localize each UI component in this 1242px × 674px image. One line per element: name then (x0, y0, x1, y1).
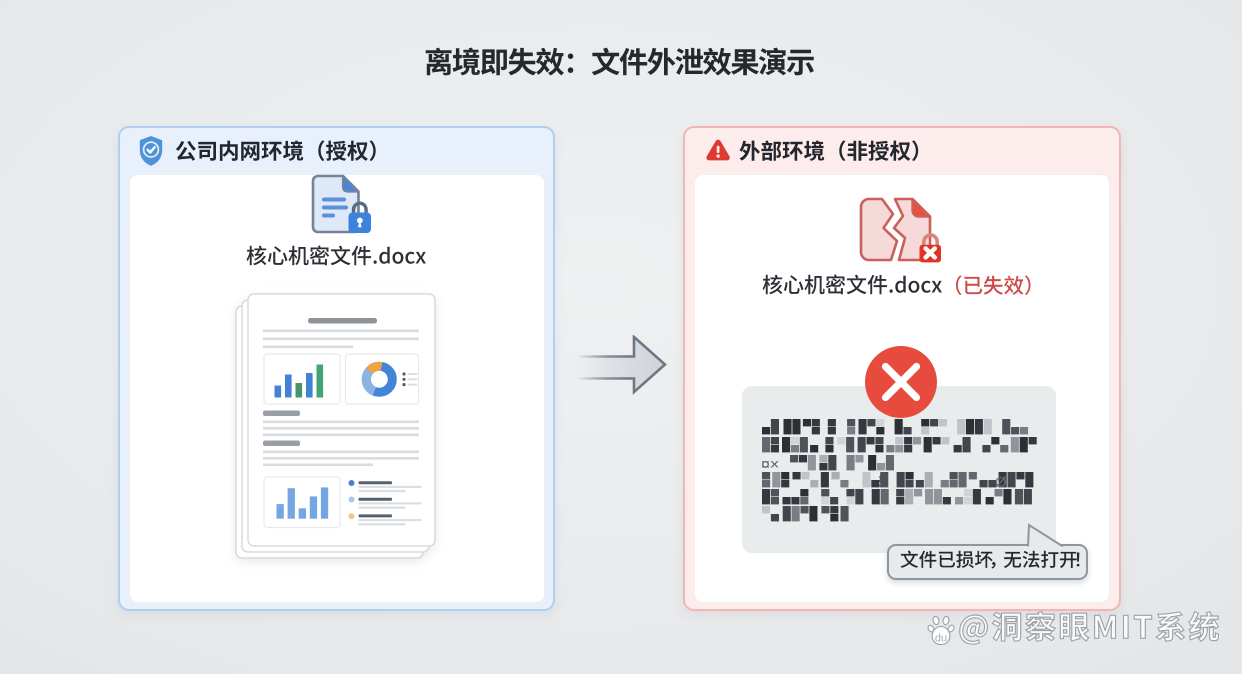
svg-text:du: du (935, 633, 947, 645)
svg-text:¤×: ¤× (761, 457, 779, 474)
svg-text:Ø: Ø (995, 474, 1007, 491)
svg-text:§: § (878, 473, 886, 490)
